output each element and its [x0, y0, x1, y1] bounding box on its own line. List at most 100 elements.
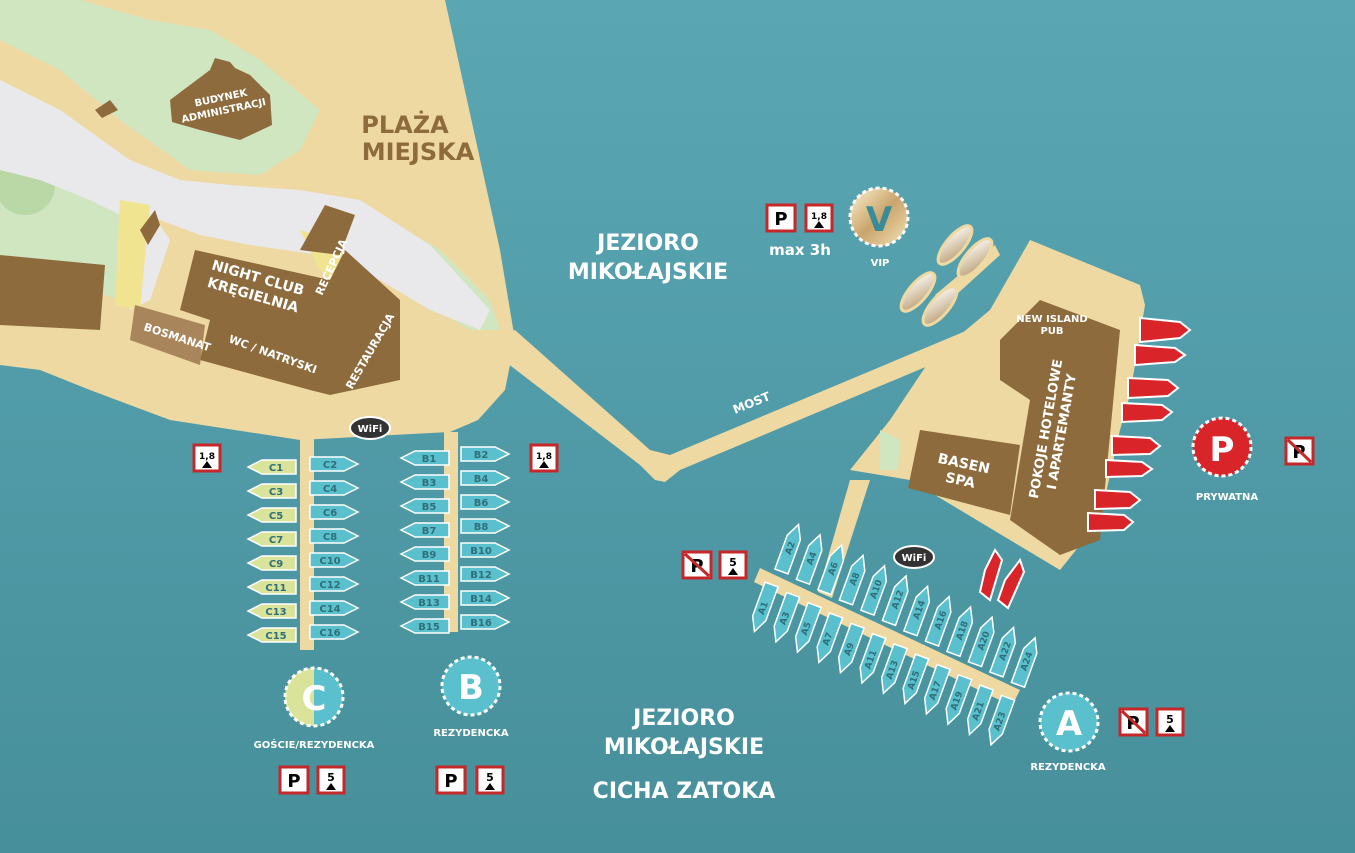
berth-b1[interactable]: B1	[399, 450, 450, 466]
berth-a23[interactable]: A23	[984, 694, 1016, 747]
private-boats	[978, 316, 1192, 610]
berth-a15[interactable]: A15	[898, 653, 930, 706]
berth-b3[interactable]: B3	[399, 474, 450, 490]
boat-hull	[923, 663, 952, 716]
depth-sign: 1,8	[804, 203, 834, 233]
parking-sign: P	[765, 203, 797, 233]
berth-a12[interactable]: A12	[881, 574, 912, 627]
berth-b9[interactable]: B9	[399, 546, 450, 562]
berth-a19[interactable]: A19	[941, 673, 973, 727]
lake-label-north: MIKOŁAJSKIE	[568, 260, 728, 285]
zone-private-marker[interactable]: P	[1191, 416, 1253, 478]
berth-label: B10	[470, 546, 492, 557]
berth-c4[interactable]: C4	[309, 480, 360, 496]
rezydencka-a-label: REZYDENCKA	[1030, 762, 1106, 773]
berth-c14[interactable]: C14	[309, 600, 360, 616]
berth-a16[interactable]: A16	[924, 594, 955, 647]
boat-hull	[399, 546, 450, 562]
boat-hull	[460, 566, 511, 582]
berth-a2[interactable]: A2	[773, 522, 805, 575]
berth-b2[interactable]: B2	[460, 446, 511, 462]
berth-label: A1	[757, 600, 771, 616]
berth-a9[interactable]: A9	[834, 622, 866, 675]
berth-b6[interactable]: B6	[460, 494, 511, 510]
berth-c16[interactable]: C16	[309, 624, 360, 640]
berth-label: B16	[470, 618, 492, 629]
svg-text:1,8: 1,8	[536, 452, 552, 462]
berth-a14[interactable]: A14	[902, 584, 934, 637]
berth-a7[interactable]: A7	[812, 612, 844, 665]
berth-a17[interactable]: A17	[920, 663, 952, 717]
berth-b8[interactable]: B8	[460, 518, 511, 534]
berth-a6[interactable]: A6	[816, 543, 848, 596]
berth-c2[interactable]: C2	[309, 456, 360, 472]
boat-hull	[881, 574, 909, 627]
boat-hull	[460, 518, 511, 534]
berth-c3[interactable]: C3	[246, 483, 297, 499]
berth-b16[interactable]: B16	[460, 614, 511, 630]
berth-b4[interactable]: B4	[460, 470, 511, 486]
boat-hull	[902, 584, 931, 637]
berth-c1[interactable]: C1	[246, 459, 297, 475]
berth-a13[interactable]: A13	[877, 642, 909, 696]
berth-a5[interactable]: A5	[791, 601, 823, 655]
berth-c13[interactable]: C13	[246, 603, 297, 619]
plaza-label: PLAŻA	[361, 110, 449, 139]
zone-markers: C B A V P	[283, 186, 1253, 753]
berth-a21[interactable]: A21	[963, 684, 995, 737]
berth-label: C14	[319, 604, 340, 615]
zone-c-marker[interactable]: C	[283, 666, 345, 728]
berth-a11[interactable]: A11	[855, 632, 887, 686]
berth-a3[interactable]: A3	[769, 591, 801, 644]
boat-hull	[309, 480, 360, 496]
svg-text:P: P	[774, 209, 787, 230]
berth-c6[interactable]: C6	[309, 504, 360, 520]
boat-hull	[246, 627, 297, 643]
berth-c12[interactable]: C12	[309, 576, 360, 592]
wifi-icon: WiFi	[349, 416, 391, 440]
boat-hull	[924, 595, 952, 647]
zone-a-marker[interactable]: A	[1038, 691, 1100, 753]
depth-sign: 1,8	[192, 443, 222, 473]
boat-hull	[246, 459, 297, 475]
berth-a8[interactable]: A8	[838, 553, 869, 606]
svg-text:1,8: 1,8	[811, 212, 827, 222]
boat-hull	[460, 470, 511, 486]
berth-label: A2	[784, 540, 798, 556]
svg-text:P: P	[287, 771, 300, 792]
zone-b-marker[interactable]: B	[440, 655, 502, 717]
berth-b14[interactable]: B14	[460, 590, 511, 606]
berth-c8[interactable]: C8	[309, 528, 360, 544]
berth-c9[interactable]: C9	[246, 555, 297, 571]
zone-vip-marker[interactable]: V	[848, 186, 910, 248]
berth-c15[interactable]: C15	[246, 627, 297, 643]
berth-a10[interactable]: A10	[859, 563, 891, 617]
berth-b10[interactable]: B10	[460, 542, 511, 558]
berth-b12[interactable]: B12	[460, 566, 511, 582]
berth-a22[interactable]: A22	[988, 625, 1020, 678]
berth-b7[interactable]: B7	[399, 522, 450, 538]
berth-c11[interactable]: C11	[246, 579, 297, 595]
berth-b15[interactable]: B15	[399, 618, 450, 634]
boat-hull	[399, 450, 450, 466]
boat-hull	[399, 618, 450, 634]
berth-c5[interactable]: C5	[246, 507, 297, 523]
boat-hull	[399, 594, 450, 610]
berth-a20[interactable]: A20	[967, 615, 998, 668]
berth-a4[interactable]: A4	[795, 532, 826, 586]
boat-hull	[399, 498, 450, 514]
berth-b11[interactable]: B11	[399, 570, 450, 586]
berth-label: C16	[319, 628, 340, 639]
boat-hull	[246, 555, 297, 571]
berth-b5[interactable]: B5	[399, 498, 450, 514]
berth-c7[interactable]: C7	[246, 531, 297, 547]
berth-a1[interactable]: A1	[748, 581, 780, 634]
berth-a24[interactable]: A24	[1010, 635, 1041, 689]
wifi-icon: WiFi	[893, 545, 935, 569]
boat-hull	[309, 600, 360, 616]
berth-a18[interactable]: A18	[945, 605, 977, 658]
berth-c10[interactable]: C10	[309, 552, 360, 568]
berth-b13[interactable]: B13	[399, 594, 450, 610]
